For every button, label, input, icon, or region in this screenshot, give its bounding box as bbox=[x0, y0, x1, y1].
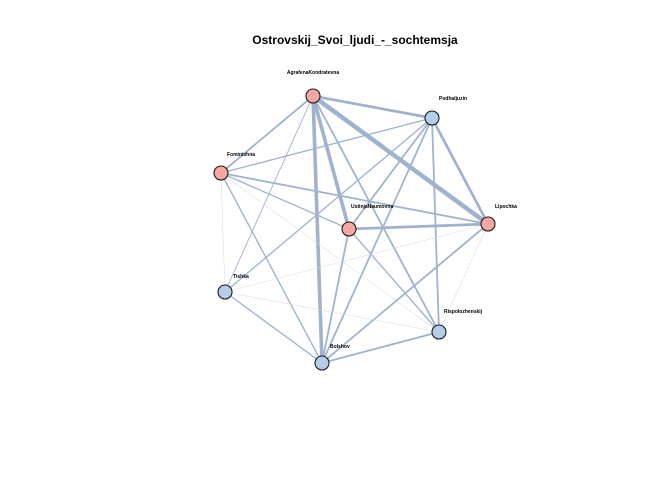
edges-layer bbox=[220, 93, 491, 365]
edge-AgrafenaKondratevna-Fominishna bbox=[220, 95, 314, 174]
node-label-Tishka: Tishka bbox=[233, 274, 249, 280]
node-Fominishna[interactable] bbox=[213, 165, 229, 181]
edge-UstinjaNaumovna-Lipochka bbox=[347, 222, 490, 231]
edge-UstinjaNaumovna-Rispolozhenskij bbox=[348, 228, 440, 333]
node-Bolshov[interactable] bbox=[314, 355, 330, 371]
edge-Podhaljuzin-Bolshov bbox=[321, 117, 433, 364]
edge-Fominishna-Bolshov bbox=[220, 172, 323, 364]
node-Rispolozhenskij[interactable] bbox=[431, 324, 447, 340]
edge-AgrafenaKondratevna-UstinjaNaumovna bbox=[311, 94, 351, 231]
edge-Podhaljuzin-UstinjaNaumovna bbox=[348, 117, 433, 230]
node-Podhaljuzin[interactable] bbox=[424, 110, 440, 126]
node-label-UstinjaNaumovna: UstinjaNaumovna bbox=[351, 204, 393, 210]
edge-Lipochka-Bolshov bbox=[321, 223, 489, 364]
edge-AgrafenaKondratevna-Bolshov bbox=[311, 94, 324, 365]
node-label-Podhaljuzin: Podhaljuzin bbox=[439, 96, 467, 102]
labels-layer: AgrafenaKondratevnaPodhaljuzinFominishna… bbox=[227, 70, 517, 350]
node-label-Rispolozhenskij: Rispolozhenskij bbox=[444, 309, 483, 315]
edge-UstinjaNaumovna-Bolshov bbox=[321, 228, 350, 364]
edge-AgrafenaKondratevna-Rispolozhenskij bbox=[312, 95, 440, 333]
node-AgrafenaKondratevna[interactable] bbox=[305, 88, 321, 104]
edge-Fominishna-Rispolozhenskij bbox=[220, 172, 440, 333]
nodes-layer bbox=[213, 88, 496, 371]
edge-Bolshov-Rispolozhenskij bbox=[321, 331, 440, 364]
node-label-Lipochka: Lipochka bbox=[495, 204, 517, 210]
edge-Podhaljuzin-Tishka bbox=[224, 117, 433, 293]
node-Lipochka[interactable] bbox=[480, 216, 496, 232]
edge-Lipochka-Tishka bbox=[224, 223, 489, 293]
graph-title: Ostrovskij_Svoi_ljudi_-_sochtemsja bbox=[252, 33, 458, 47]
edge-AgrafenaKondratevna-Podhaljuzin bbox=[311, 94, 434, 120]
edge-Podhaljuzin-Fominishna bbox=[220, 117, 433, 174]
node-UstinjaNaumovna[interactable] bbox=[341, 221, 357, 237]
edge-Fominishna-Tishka bbox=[220, 172, 226, 293]
edge-Podhaljuzin-Lipochka bbox=[430, 116, 490, 226]
edge-Lipochka-Rispolozhenskij bbox=[438, 223, 489, 333]
edge-Tishka-Rispolozhenskij bbox=[224, 291, 440, 333]
node-label-Bolshov: Bolshov bbox=[330, 344, 350, 350]
edge-Fominishna-Lipochka bbox=[220, 172, 489, 225]
node-label-Fominishna: Fominishna bbox=[227, 152, 255, 158]
node-label-AgrafenaKondratevna: AgrafenaKondratevna bbox=[287, 70, 339, 76]
edge-Bolshov-Tishka bbox=[224, 291, 323, 364]
node-Tishka[interactable] bbox=[217, 284, 233, 300]
edge-Fominishna-UstinjaNaumovna bbox=[220, 172, 350, 230]
